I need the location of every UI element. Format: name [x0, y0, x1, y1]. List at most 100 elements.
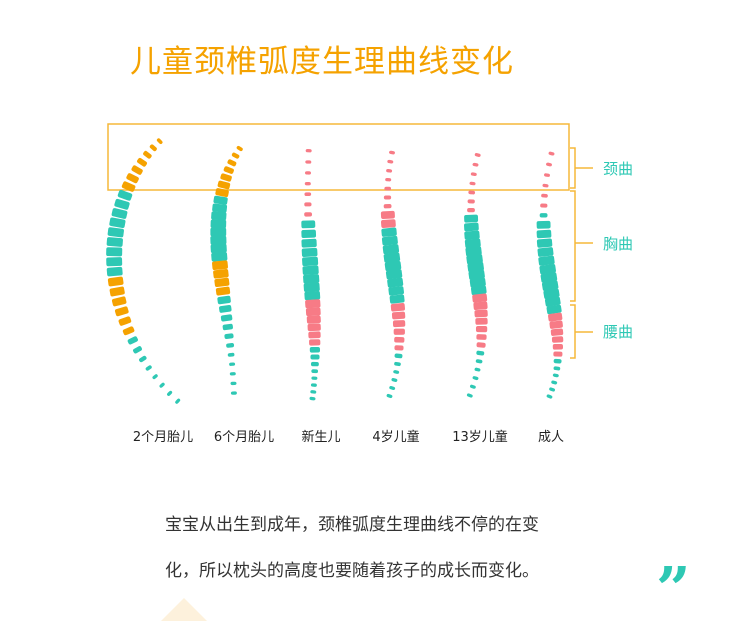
- bracket-lumbar: [570, 304, 593, 359]
- stage-label: 2个月胎儿: [132, 430, 194, 445]
- vertebra: [109, 217, 126, 229]
- vertebra: [310, 361, 319, 367]
- vertebra: [471, 285, 487, 296]
- vertebra: [536, 220, 551, 229]
- vertebra: [210, 219, 227, 229]
- vertebra: [219, 304, 232, 313]
- vertebra: [389, 150, 395, 155]
- vertebra: [230, 391, 237, 395]
- stage-label: 成人: [537, 430, 565, 445]
- vertebra: [380, 210, 395, 219]
- vertebra: [553, 351, 563, 357]
- vertebra: [127, 336, 138, 345]
- vertebra: [236, 145, 243, 152]
- description-line-1: 宝宝从出生到成年，颈椎弧度生理曲线不停的在变: [165, 515, 539, 535]
- vertebra: [552, 343, 564, 350]
- vertebra: [301, 247, 318, 257]
- vertebra: [553, 366, 561, 371]
- vertebra: [107, 276, 124, 287]
- vertebra: [381, 235, 398, 246]
- vertebra: [117, 189, 133, 201]
- vertebra: [121, 181, 136, 192]
- vertebra: [467, 207, 475, 213]
- vertebra: [167, 390, 173, 396]
- vertebra: [383, 203, 392, 209]
- vertebra: [231, 152, 240, 159]
- vertebra: [549, 320, 563, 329]
- bracket-thoracic: [570, 190, 593, 302]
- vertebra: [540, 272, 558, 283]
- vertebra: [111, 208, 128, 219]
- stage-label: 13岁儿童: [452, 430, 508, 445]
- vertebra: [472, 293, 488, 303]
- region-label-cervical: 颈曲: [603, 160, 634, 178]
- vertebra: [126, 173, 139, 184]
- vertebra: [122, 326, 135, 336]
- vertebra: [305, 299, 321, 309]
- vertebra: [106, 266, 123, 277]
- vertebra: [106, 237, 123, 247]
- vertebra: [466, 393, 473, 398]
- vertebra: [106, 257, 123, 267]
- vertebra: [303, 282, 320, 293]
- vertebra: [394, 361, 401, 367]
- stage-label: 4岁儿童: [372, 430, 420, 445]
- vertebra: [309, 339, 321, 346]
- vertebra: [217, 180, 231, 190]
- vertebra: [310, 383, 317, 387]
- vertebra: [230, 381, 237, 386]
- vertebra: [156, 138, 163, 145]
- vertebra: [549, 387, 556, 392]
- vertebra: [210, 227, 227, 237]
- vertebra: [394, 336, 405, 343]
- vertebra: [382, 244, 400, 255]
- spine-1: [106, 138, 181, 404]
- vertebra: [537, 247, 554, 257]
- vertebra: [387, 277, 404, 288]
- vertebra: [548, 312, 563, 322]
- vertebra: [109, 286, 125, 297]
- vertebra: [304, 290, 321, 301]
- vertebra: [548, 151, 555, 156]
- spine-3: [301, 149, 321, 401]
- description-line-2: 化，所以枕头的高度也要随着孩子的成长而变化。: [165, 561, 539, 581]
- vertebra: [304, 192, 312, 197]
- vertebra: [302, 265, 319, 275]
- vertebra: [393, 370, 400, 374]
- vertebra: [145, 365, 152, 371]
- vertebra: [137, 157, 147, 167]
- vertebra: [310, 390, 317, 394]
- vertebra: [309, 346, 321, 353]
- vertebra: [311, 376, 318, 380]
- vertebra: [546, 394, 553, 399]
- vertebra: [306, 315, 321, 324]
- vertebra: [552, 373, 559, 378]
- bracket-cervical: [570, 147, 593, 189]
- vertebra: [550, 328, 564, 336]
- vertebra: [474, 309, 488, 318]
- spine-5: [464, 153, 488, 398]
- vertebra: [541, 280, 559, 291]
- vertebra: [467, 261, 484, 273]
- vertebra: [212, 260, 228, 271]
- stage-label: 新生儿: [301, 430, 341, 445]
- vertebra: [301, 229, 317, 239]
- vertebra: [118, 316, 132, 326]
- vertebra: [149, 144, 157, 152]
- vertebra: [386, 393, 393, 399]
- vertebra: [474, 153, 481, 157]
- vertebra: [229, 362, 236, 366]
- vertebra: [107, 227, 124, 238]
- vertebra: [467, 199, 475, 204]
- vertebra: [388, 286, 404, 296]
- spine-6: [536, 151, 564, 399]
- vertebra: [394, 353, 403, 359]
- vertebra: [391, 378, 398, 382]
- vertebra: [133, 346, 142, 354]
- vertebra: [211, 211, 227, 221]
- vertebra: [539, 213, 548, 218]
- vertebra: [175, 398, 181, 404]
- vertebra: [224, 333, 234, 340]
- vertebra: [111, 296, 127, 307]
